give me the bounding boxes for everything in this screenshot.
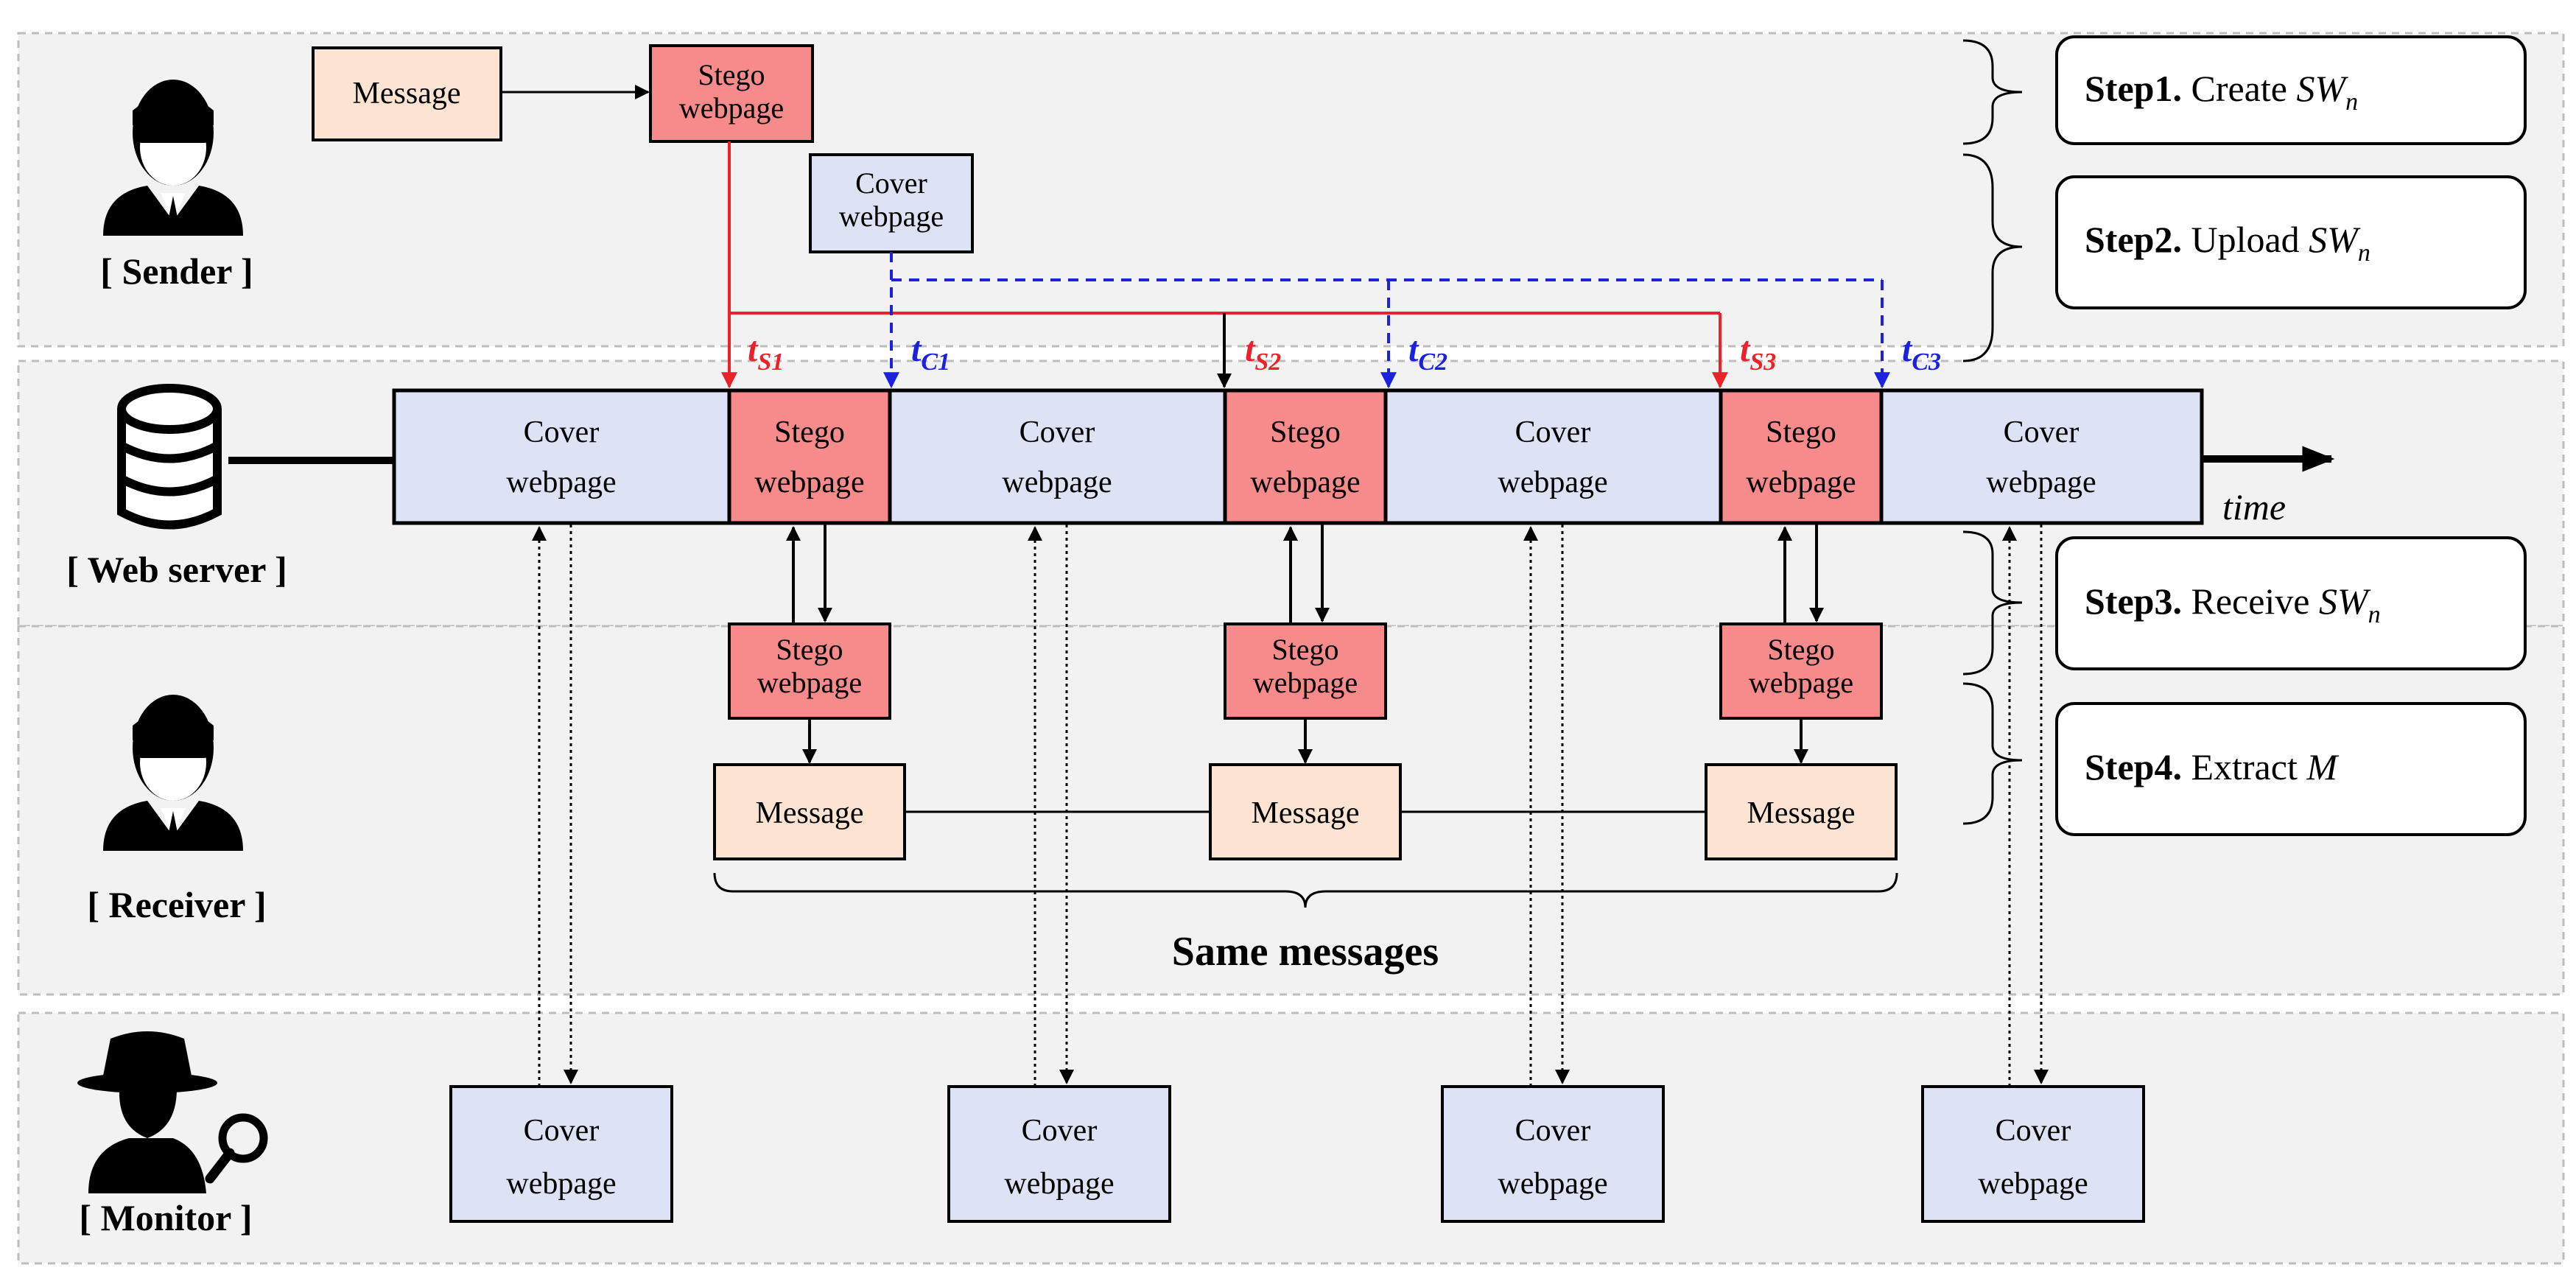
timeline-cover-1 (392, 388, 731, 525)
monitor-cover-1-text-2: webpage (506, 1167, 616, 1201)
database-icon (117, 384, 222, 530)
timeline-stego-3-text-2: webpage (1746, 466, 1856, 499)
timeline-cover-1-text-1: Cover (524, 415, 600, 449)
timeline-cover-4 (1879, 388, 2204, 525)
receiver-stego-2-text-2: webpage (1253, 666, 1358, 699)
receiver-stego-2-text-1: Stego (1271, 633, 1338, 666)
sender-person-icon (103, 80, 243, 236)
step3-text: Step3. Receive SWn (2085, 580, 2381, 628)
receiver-message-2-text: Message (1252, 796, 1360, 830)
receiver-label: [ Receiver ] (87, 884, 266, 925)
receiver-person-icon (103, 695, 243, 851)
monitor-cover-4-text-2: webpage (1978, 1167, 2088, 1201)
timeline-cover-2 (888, 388, 1227, 525)
timeline-cover-2-text-1: Cover (1019, 415, 1095, 449)
monitor-fetch-arrows (532, 525, 2049, 1087)
timeline-cover-3-text-2: webpage (1498, 466, 1607, 499)
timestamp-c1: tC1 (911, 330, 950, 376)
sender-label: [ Sender ] (100, 250, 253, 292)
time-label: time (2222, 486, 2286, 527)
step-braces (1962, 39, 2023, 825)
receiver-stego-3-text-2: webpage (1749, 666, 1853, 699)
timeline-cover-4-text-1: Cover (2004, 415, 2080, 449)
timeline-stego-2-text-2: webpage (1250, 466, 1360, 499)
timeline-cover-4-text-2: webpage (1986, 466, 2096, 499)
monitor-cover-2-text-2: webpage (1004, 1167, 1114, 1201)
receiver-message-3-text: Message (1747, 796, 1856, 830)
sender-cover-text-1: Cover (855, 166, 927, 200)
monitor-cover-2-text-1: Cover (1022, 1114, 1098, 1148)
sender-stego-box (649, 44, 814, 143)
receiver-message-1-text: Message (756, 796, 864, 830)
timestamp-c2: tC2 (1408, 330, 1447, 376)
timeline-stego-1-text-1: Stego (774, 415, 845, 449)
sender-message-box (312, 46, 502, 141)
lane-monitor (17, 1011, 2565, 1265)
step1-box (2055, 35, 2527, 145)
step2-box (2055, 175, 2527, 309)
monitor-cover-3-text-2: webpage (1498, 1167, 1607, 1201)
monitor-cover-3-text-1: Cover (1515, 1114, 1591, 1148)
timeline-stego-2 (1223, 388, 1388, 525)
timeline-stego-1-text-2: webpage (754, 466, 864, 499)
timestamp-s3: tS3 (1740, 330, 1776, 376)
timeline (392, 388, 2204, 525)
monitor-cover-1-text-1: Cover (524, 1114, 600, 1148)
step1-text: Step1. Create SWn (2085, 68, 2358, 116)
timeline-cover-2-text-2: webpage (1002, 466, 1112, 499)
timeline-cover-3-text-1: Cover (1515, 415, 1591, 449)
timestamp-s2: tS2 (1245, 330, 1281, 376)
receiver-fetch-arrows (786, 525, 1824, 625)
timeline-stego-2-text-1: Stego (1270, 415, 1341, 449)
receiver-stego-1-text-1: Stego (776, 633, 843, 666)
step4-box (2055, 702, 2527, 836)
timeline-stego-1 (727, 388, 892, 525)
step4-text: Step4. Extract M (2085, 746, 2339, 787)
monitor-cover-box-1 (449, 1085, 673, 1223)
timeline-cover-1-text-2: webpage (506, 466, 616, 499)
receiver-message-box-2 (1209, 763, 1402, 860)
timeline-stego-3-text-1: Stego (1766, 415, 1836, 449)
timeline-stego-3 (1719, 388, 1884, 525)
monitor-cover-4-text-1: Cover (1996, 1114, 2071, 1148)
sender-stego-text-1: Stego (698, 58, 765, 91)
sender-message-text: Message (353, 77, 461, 110)
web-server-label: [ Web server ] (66, 549, 287, 590)
receiver-stego-1-text-2: webpage (757, 666, 862, 699)
receiver-message-box-1 (713, 763, 906, 860)
same-messages-label: Same messages (1172, 929, 1439, 975)
receiver-stego-box-3 (1719, 622, 1883, 720)
receiver-stego-box-1 (728, 622, 891, 720)
extract-arrows (802, 718, 1808, 764)
timestamp-s1: tS1 (748, 330, 784, 376)
same-messages-brace (713, 872, 1898, 908)
monitor-cover-box-2 (947, 1085, 1171, 1223)
monitor-cover-box-4 (1921, 1085, 2145, 1223)
timeline-cover-3 (1383, 388, 1723, 525)
receiver-stego-3-text-1: Stego (1767, 633, 1834, 666)
cover-upload-paths (883, 252, 1890, 389)
step2-text: Step2. Upload SWn (2085, 219, 2370, 267)
monitor-cover-box-3 (1441, 1085, 1665, 1223)
timestamp-c3: tC3 (1902, 330, 1941, 376)
step3-box (2055, 536, 2527, 670)
sender-cover-text-2: webpage (839, 200, 944, 233)
monitor-label: [ Monitor ] (79, 1197, 252, 1238)
detective-icon (77, 1031, 268, 1193)
receiver-message-box-3 (1705, 763, 1898, 860)
sender-stego-text-2: webpage (679, 91, 784, 124)
